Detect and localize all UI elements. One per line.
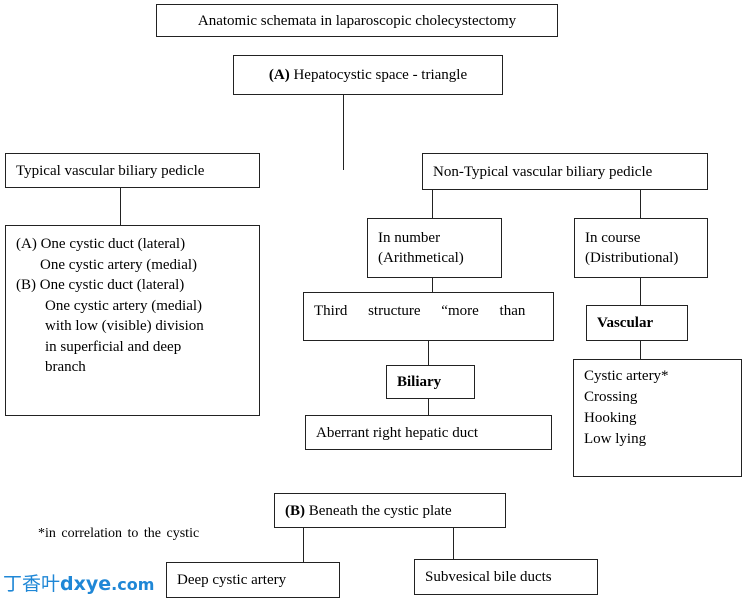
footnote: *in correlation to the cystic: [38, 526, 200, 541]
cystic-line: Low lying: [584, 431, 647, 447]
connector-line: [432, 190, 433, 218]
cystic-line: Cystic artery*: [584, 368, 669, 384]
node-typical-pedicle: Typical vascular biliary pedicle: [5, 153, 260, 188]
node-third-structure: Third structure “more than: [303, 292, 554, 341]
biliary-label: Biliary: [397, 374, 442, 390]
connector-line: [640, 278, 641, 306]
watermark-domain: .com: [111, 575, 155, 594]
in-course-line: In course: [585, 230, 641, 246]
node-in-course: In course (Distributional): [574, 218, 708, 278]
subvesical-label: Subvesical bile ducts: [425, 569, 552, 585]
typical-line: (B) One cystic duct (lateral): [16, 277, 185, 293]
diagram-title: Anatomic schemata in laparoscopic cholec…: [156, 4, 558, 37]
third-structure-text: Third structure “more than: [314, 303, 526, 319]
node-b-prefix: (B): [285, 502, 305, 519]
connector-line: [428, 341, 429, 365]
typical-line: with low (visible) division: [45, 318, 204, 334]
connector-line: [640, 190, 641, 218]
typical-line: in superficial and deep: [45, 338, 182, 355]
node-in-number: In number (Arithmetical): [367, 218, 502, 278]
node-subvesical-bile-ducts: Subvesical bile ducts: [414, 559, 598, 595]
connector-line: [303, 528, 304, 562]
node-a-prefix: (A): [268, 67, 290, 83]
diagram-title-text: Anatomic schemata in laparoscopic cholec…: [197, 12, 517, 29]
typical-line: branch: [45, 359, 86, 375]
typical-line: One cystic artery (medial): [45, 297, 203, 314]
node-a-text: Hepatocystic space - triangle: [293, 67, 468, 83]
node-cystic-artery-list: Cystic artery* Crossing Hooking Low lyin…: [573, 359, 742, 477]
connector-line: [343, 95, 344, 170]
watermark-logo: 丁香叶dxye.com: [3, 569, 154, 596]
connector-line: [120, 187, 121, 225]
watermark-brand: dxye: [60, 573, 112, 595]
node-biliary: Biliary: [386, 365, 475, 399]
node-aberrant-duct: Aberrant right hepatic duct: [305, 415, 552, 450]
connector-line: [432, 278, 433, 292]
node-vascular: Vascular: [586, 305, 688, 341]
node-typical-details: (A) One cystic duct (lateral) One cystic…: [5, 225, 260, 416]
typical-label: Typical vascular biliary pedicle: [16, 162, 205, 179]
typical-line: One cystic artery (medial): [40, 256, 198, 273]
node-beneath-cystic-plate: (B) Beneath the cystic plate: [274, 493, 506, 528]
deep-label: Deep cystic artery: [177, 572, 287, 588]
cystic-line: Hooking: [584, 410, 637, 426]
connector-line: [453, 528, 454, 559]
aberrant-label: Aberrant right hepatic duct: [316, 424, 479, 441]
cystic-line: Crossing: [584, 389, 638, 405]
vascular-label: Vascular: [597, 315, 654, 331]
in-number-line: (Arithmetical): [378, 250, 464, 266]
in-course-line: (Distributional): [585, 250, 679, 266]
node-non-typical-pedicle: Non-Typical vascular biliary pedicle: [422, 153, 708, 190]
node-hepatocystic-space: (A) Hepatocystic space - triangle: [233, 55, 503, 95]
connector-line: [640, 341, 641, 359]
typical-line: (A) One cystic duct (lateral): [16, 236, 186, 252]
node-deep-cystic-artery: Deep cystic artery: [166, 562, 340, 598]
connector-line: [428, 399, 429, 415]
in-number-line: In number: [378, 230, 441, 246]
watermark-zh: 丁香叶: [3, 573, 61, 595]
non-typical-label: Non-Typical vascular biliary pedicle: [433, 163, 653, 180]
node-b-text: Beneath the cystic plate: [308, 502, 452, 519]
